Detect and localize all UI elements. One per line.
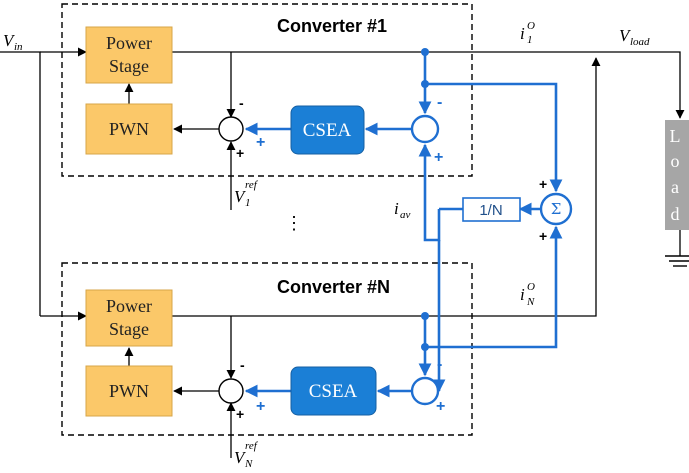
svg-text:V: V	[234, 187, 247, 206]
divider-block	[462, 197, 521, 222]
load-letter-3: a	[671, 177, 679, 197]
svg-text:i: i	[394, 199, 399, 218]
sum-n-plus-sign: +	[236, 406, 244, 422]
ground-icon	[665, 230, 689, 267]
pwn-1-label: PWN	[109, 119, 149, 139]
pwn-n-block	[85, 365, 173, 417]
svg-text:av: av	[400, 209, 411, 221]
load-letter-4: d	[671, 204, 680, 224]
svg-text:i: i	[520, 285, 525, 304]
current-1-to-summer-wire	[425, 82, 563, 193]
summer-bottom-plus-sign: +	[539, 228, 547, 244]
svg-text:in: in	[14, 41, 23, 53]
converter-n-title: Converter #N	[277, 277, 390, 297]
output-1-line	[172, 51, 685, 119]
svg-text:load: load	[630, 36, 650, 48]
power-stage-n-block	[85, 289, 173, 347]
svg-text:N: N	[526, 296, 535, 308]
iav-bus-wire	[418, 143, 441, 242]
svg-text:N: N	[244, 458, 253, 470]
divider-label: 1/N	[479, 202, 502, 219]
csea-1-label: CSEA	[303, 120, 352, 141]
svg-text:V: V	[3, 31, 16, 50]
error-n-plus-sign: +	[436, 398, 445, 415]
junction-dot-2	[421, 80, 429, 88]
csea-1-block	[290, 105, 365, 155]
load-block	[665, 120, 689, 230]
i1-output-current-label: i O 1	[520, 20, 535, 46]
sum-1-plus-sign: +	[236, 145, 244, 161]
v1-ref-label: V ref 1	[234, 179, 259, 209]
svg-text:1: 1	[245, 197, 251, 209]
current-error-junction-1	[410, 114, 440, 144]
sum-1-minus-sign: -	[239, 95, 244, 111]
iav-label: i av	[394, 199, 411, 221]
svg-text:V: V	[234, 448, 247, 467]
voltage-sum-junction-n	[218, 378, 244, 404]
junction-dot-3	[421, 312, 429, 320]
pwn-n-label: PWN	[109, 381, 149, 401]
sum-n-minus-sign: -	[240, 357, 245, 373]
svg-text:O: O	[527, 20, 535, 32]
converter-n-boundary	[61, 262, 473, 436]
power-stage-1-label-line2: Stage	[109, 56, 149, 76]
junction-dot-1	[421, 48, 429, 56]
power-stage-n-label-line1: Power	[106, 296, 152, 316]
power-stage-n-label-line2: Stage	[109, 319, 149, 339]
svg-text:O: O	[527, 281, 535, 293]
summer-top-plus-sign: +	[539, 176, 547, 192]
error-1-minus-sign: -	[437, 94, 442, 111]
load-letter-1: L	[670, 126, 681, 146]
vn-ref-label: V ref N	[234, 440, 259, 470]
csea-n-block	[290, 366, 377, 416]
power-stage-1-label-line1: Power	[106, 33, 152, 53]
sum-n-blue-plus-sign: +	[256, 398, 265, 415]
svg-text:V: V	[619, 26, 632, 45]
power-stage-1-block	[85, 26, 173, 84]
in-output-current-label: i O N	[520, 281, 535, 308]
vin-label: V in	[3, 31, 23, 53]
svg-text:ref: ref	[245, 440, 259, 452]
csea-n-label: CSEA	[309, 381, 358, 402]
summer-symbol: Σ	[551, 200, 562, 218]
converter-1-title: Converter #1	[277, 16, 387, 36]
converter-1-boundary	[61, 3, 473, 177]
pwn-1-block	[85, 103, 173, 155]
converter-ellipsis: ⋮	[285, 213, 303, 233]
svg-text:1: 1	[527, 34, 533, 46]
average-summer	[539, 192, 573, 226]
load-letter-2: o	[671, 151, 680, 171]
error-1-plus-sign: +	[434, 149, 443, 166]
current-n-to-summer-wire	[425, 225, 563, 349]
output-n-line	[172, 57, 601, 317]
svg-text:ref: ref	[245, 179, 259, 191]
error-n-minus-sign: -	[437, 356, 442, 373]
svg-text:i: i	[520, 24, 525, 43]
voltage-sum-junction-1	[218, 116, 244, 142]
junction-dot-4	[421, 343, 429, 351]
vin-bus-wire	[0, 51, 41, 316]
vload-label: V load	[619, 26, 650, 48]
current-error-junction-n	[410, 376, 440, 406]
sum-1-blue-plus-sign: +	[256, 134, 265, 151]
